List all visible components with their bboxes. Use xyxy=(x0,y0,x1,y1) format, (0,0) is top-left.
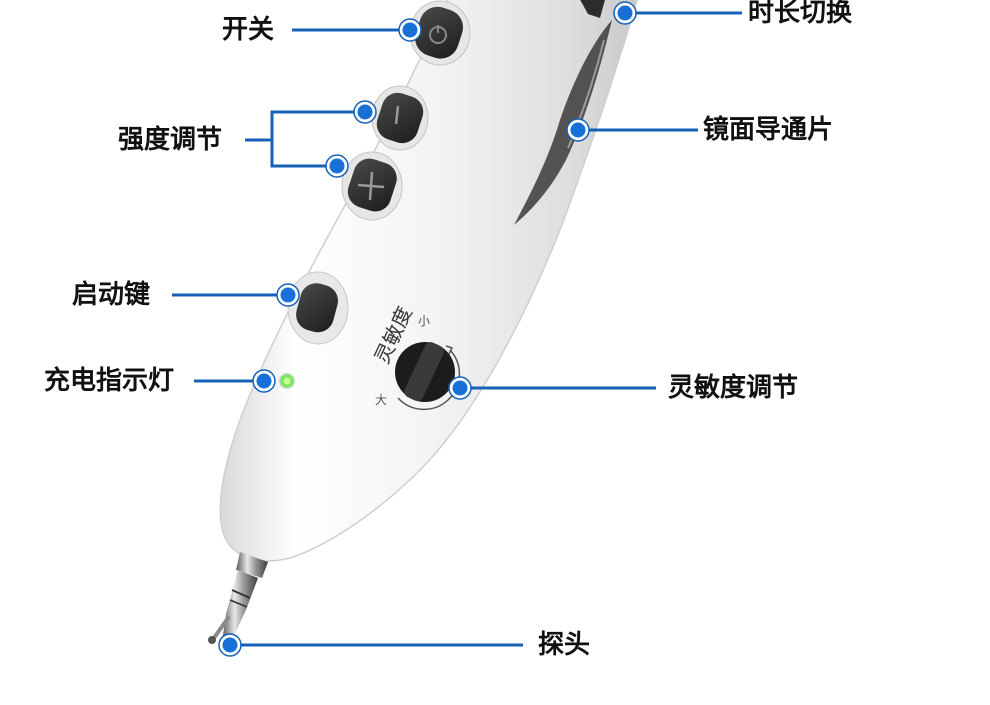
probe-tip xyxy=(208,636,216,644)
marker-mirror xyxy=(569,121,587,139)
minus-button-shape xyxy=(372,86,428,150)
probe-shaft xyxy=(222,570,258,642)
marker-duration xyxy=(616,4,634,22)
label-probe: 探头 xyxy=(538,630,590,660)
marker-minus xyxy=(356,103,374,121)
label-intensity: 强度调节 xyxy=(118,125,222,155)
marker-power xyxy=(401,21,419,39)
dial-small-label: 小 xyxy=(418,314,430,328)
label-power: 开关 xyxy=(222,15,274,45)
start-button-shape xyxy=(288,272,348,344)
label-duration: 时长切换 xyxy=(748,0,852,28)
dial-large-label: 大 xyxy=(375,393,387,407)
marker-sensitivity xyxy=(451,379,469,397)
label-charge-led: 充电指示灯 xyxy=(44,366,174,396)
label-mirror-plate: 镜面导通片 xyxy=(703,115,833,145)
marker-led xyxy=(255,372,273,390)
marker-probe xyxy=(221,636,239,654)
marker-plus xyxy=(328,157,346,175)
plus-button-shape xyxy=(342,152,402,220)
leader-intensity xyxy=(245,112,364,140)
label-start: 启动键 xyxy=(72,280,150,310)
label-sensitivity-adjust: 灵敏度调节 xyxy=(668,373,798,403)
marker-start xyxy=(279,286,297,304)
